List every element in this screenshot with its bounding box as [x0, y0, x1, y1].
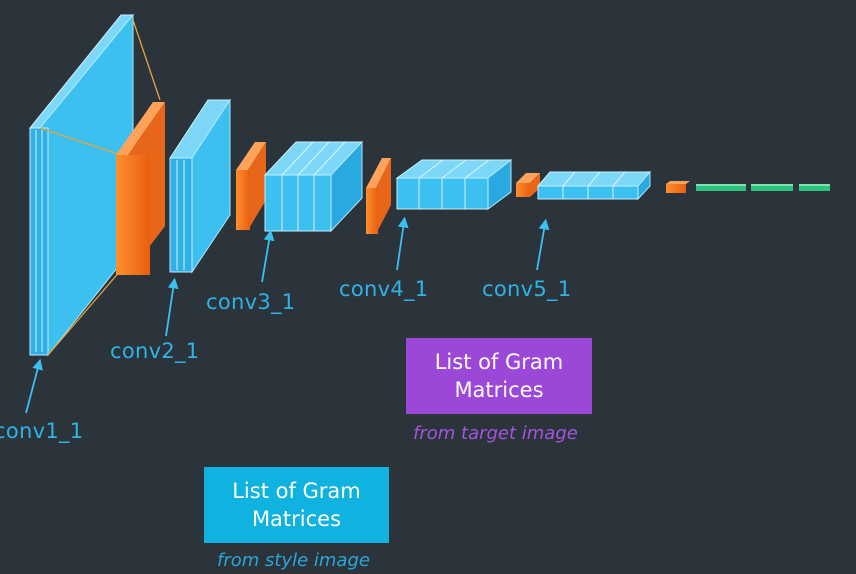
target-box-line2: Matrices	[454, 378, 544, 402]
conv3-arrow	[261, 229, 275, 283]
conv5-block	[536, 170, 652, 201]
conv4-arrow	[396, 216, 409, 271]
conv2-block	[169, 98, 231, 274]
conv2-label: conv2_1	[110, 339, 200, 363]
pool1-block	[116, 102, 165, 275]
style-gram-box: List of Gram Matrices	[204, 467, 389, 543]
pool2-block	[236, 142, 266, 230]
conv2-arrow	[165, 277, 179, 337]
style-box-line1: List of Gram	[232, 479, 361, 503]
label-arrows	[25, 216, 550, 414]
conv1-block	[28, 13, 161, 357]
target-caption: from target image	[413, 423, 578, 444]
conv1-arrow	[25, 358, 43, 414]
style-caption: from style image	[217, 550, 370, 571]
conv4-label: conv4_1	[339, 277, 429, 301]
conv5-arrow	[536, 218, 550, 271]
target-gram-box: List of Gram Matrices	[406, 338, 592, 414]
pool3-block	[366, 158, 391, 234]
conv4-block	[395, 158, 513, 210]
conv1-label: conv1_1	[0, 419, 84, 443]
pool5-block	[666, 181, 690, 193]
target-box-line1: List of Gram	[434, 350, 564, 374]
pool4-block	[516, 173, 540, 197]
fully-connected-layers	[696, 184, 830, 191]
style-box-line2: Matrices	[251, 507, 342, 531]
conv3-label: conv3_1	[206, 290, 296, 314]
conv5-label: conv5_1	[482, 277, 572, 301]
conv3-block	[263, 140, 364, 233]
